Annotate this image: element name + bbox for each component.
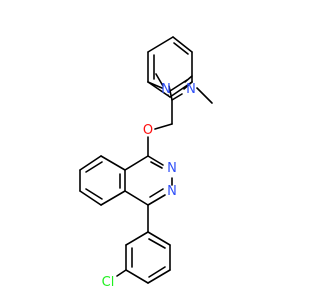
bond-N-imine-to-C2 (168, 85, 173, 101)
bond (125, 231, 149, 246)
double-bond (149, 188, 164, 198)
atom-O-ether: O (143, 123, 153, 138)
bond (183, 81, 193, 90)
phthalazine-benzene-ring (79, 155, 126, 206)
bond-lines (79, 36, 213, 284)
atom-labels: N N O N N Cl (102, 82, 196, 290)
molecule-diagram: N N O N N Cl (0, 0, 300, 300)
bond-benz-to-N-imine (155, 73, 164, 87)
atom-N-pz1: N (167, 161, 177, 176)
bond-aryl-to-Cl (116, 269, 127, 277)
double-bond (85, 161, 103, 173)
bond-N-methyl-to-benz (184, 75, 193, 83)
double-bond (169, 79, 188, 92)
bond (147, 155, 164, 166)
double-bond (148, 266, 166, 278)
bond (100, 190, 126, 206)
atom-N-imine: N (161, 82, 171, 97)
bond (147, 81, 171, 98)
atom-Cl: Cl (102, 275, 115, 290)
bond (79, 155, 102, 171)
bond (100, 155, 126, 171)
bond (172, 36, 193, 53)
double-bond (85, 188, 103, 200)
imidazole-ring (147, 81, 193, 96)
bond (147, 231, 171, 246)
chlorophenyl-ring (125, 231, 171, 284)
bond (79, 190, 102, 206)
bond-N-methyl-to-methyl (196, 87, 213, 104)
atom-N-pz2: N (167, 184, 177, 199)
double-bond (150, 161, 163, 169)
bond-C2-to-N-methyl (171, 93, 183, 101)
bond (125, 269, 149, 284)
bond (147, 81, 163, 89)
bond (147, 194, 166, 206)
bond-CH2-to-O (154, 123, 173, 130)
background (0, 0, 300, 300)
bond (147, 269, 171, 284)
double-bond (148, 238, 166, 249)
phthalazine-diazine-ring (124, 155, 173, 206)
bond (147, 36, 174, 53)
atom-N-methyl: N (186, 82, 196, 97)
bond (124, 190, 149, 206)
double-bond (173, 42, 189, 55)
bond (124, 155, 149, 171)
